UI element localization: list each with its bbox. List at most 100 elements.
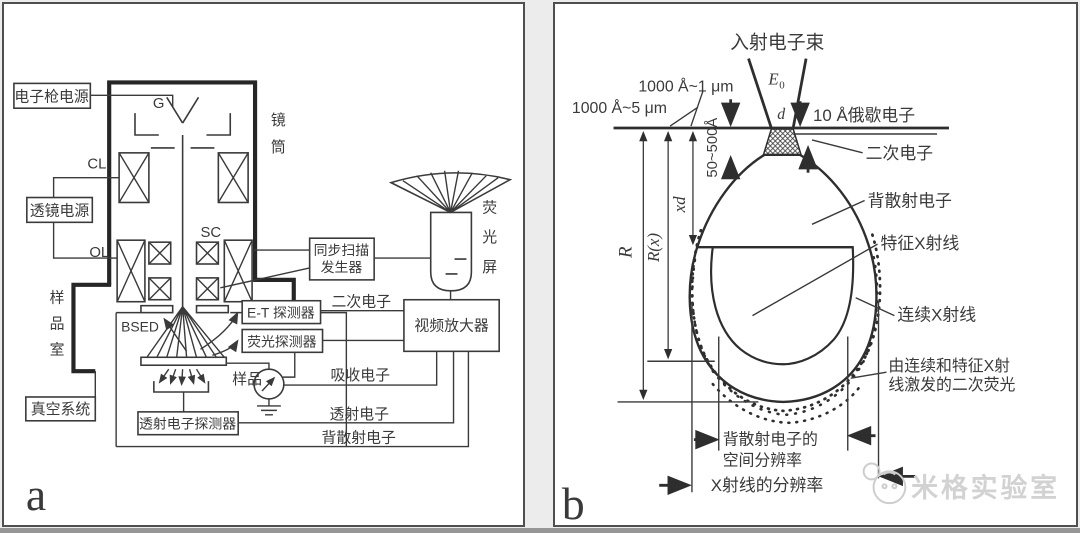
sample-stage (140, 356, 228, 367)
panel-b-tag: b (562, 478, 585, 525)
chamber-label-3: 室 (50, 341, 65, 358)
et-detector-box (241, 299, 322, 325)
auger-label: 10 Å俄歇电子 (813, 106, 915, 125)
sample-label: 样品 (232, 371, 262, 388)
lens-power-label: 透镜电源 (30, 201, 90, 219)
bse-res-label-2: 空间分辨率 (723, 451, 802, 469)
e0-sub-label: 0 (779, 79, 785, 91)
scanned-beam-fan (146, 306, 225, 358)
column-label-1: 镜 (271, 111, 286, 129)
xray-res-label: X射线的分辨率 (711, 476, 824, 495)
sync-scan-label-2: 发生器 (321, 259, 363, 275)
screen-label-1: 荧 (482, 199, 497, 216)
rx-label: R(x) (644, 233, 663, 263)
column-outline (107, 80, 258, 285)
range-1um-label: 1000 Å~1 μm (638, 76, 733, 95)
gun-power-box (13, 82, 92, 109)
crt-display (388, 170, 513, 292)
te-detector-label: 透射电子探测器 (139, 416, 236, 432)
vacuum-label: 真空系统 (31, 400, 91, 418)
lens-supply-line-ol (52, 222, 118, 259)
cont-xray-label: 连续X射线 (897, 306, 976, 325)
cont-xray-leader (855, 297, 895, 317)
et-detector-label: E-T 探测器 (247, 305, 315, 321)
sc-label: SC (200, 225, 221, 241)
objective-lens-scan-coils (116, 239, 253, 303)
secondary-label: 二次电子 (866, 144, 934, 163)
d-label: d (777, 106, 785, 123)
xd-label: xd (670, 196, 689, 213)
fluor-leader (850, 371, 887, 379)
sync-scan-box (308, 237, 375, 281)
secondary-leader (811, 139, 863, 154)
filament (166, 96, 200, 124)
absorbed-signal-line (283, 351, 438, 386)
meter-to-fluor-line (282, 352, 296, 378)
panel-a-tag: a (26, 469, 46, 520)
secondary-electron-zone (762, 128, 803, 156)
gun-supply-line (90, 94, 174, 108)
lens-power-box (26, 196, 94, 224)
interaction-volume-drawing: 米格实验室 入射电子束 E 0 d 1000 Å~1 μm 1000 Å~5 μ… (562, 32, 1057, 525)
chamber-label-2: 品 (50, 316, 65, 333)
lens-supply-line-cl (52, 176, 120, 198)
range-5um-label: 1000 Å~5 μm (572, 98, 667, 117)
column-label-2: 筒 (271, 139, 286, 156)
char-xray-leader (752, 243, 878, 317)
ground-symbol (257, 398, 281, 416)
incident-beam-label: 入射电子束 (730, 32, 824, 53)
gun-label: G (153, 96, 165, 112)
r-label: R (615, 246, 636, 259)
char-xray-label: 特征X射线 (881, 234, 960, 253)
fluor-detector-box (241, 328, 324, 354)
characteristic-xray-region (710, 246, 855, 366)
bse-res-label-1: 背散射电子的 (723, 431, 818, 449)
panel-a-sem-schematic: 电子枪电源 透镜电源 同步扫描 发生器 E-T 探测器 荧光探测器 视频放大器 … (2, 2, 525, 527)
panel-b-interaction-volume: 米格实验室 入射电子束 E 0 d 1000 Å~1 μm 1000 Å~5 μ… (553, 2, 1078, 527)
video-amp-label: 视频放大器 (414, 317, 488, 334)
resolution-extension-lines (691, 301, 880, 493)
te-detector-box (137, 411, 239, 436)
watermark-logo (862, 462, 907, 505)
range-leader-lines (669, 91, 704, 127)
backscattered-line-label: 背散射电子 (322, 430, 396, 447)
sample-to-meter-line (226, 362, 270, 370)
fluor-label-2: 线激发的二次荧光 (888, 376, 1015, 394)
bsed-plate-right (195, 304, 230, 314)
meter-needle (261, 376, 276, 392)
transmitted-arrows (158, 368, 206, 386)
collector-bracket (153, 381, 210, 393)
screen-label-2: 光 (482, 229, 497, 246)
sem-schematic-drawing: 电子枪电源 透镜电源 同步扫描 发生器 E-T 探测器 荧光探测器 视频放大器 … (13, 80, 513, 520)
column-step-right (253, 277, 296, 301)
backscattered-signal-line (116, 351, 470, 448)
wehnelt-cup (134, 113, 232, 136)
screen-label-3: 屏 (482, 260, 497, 276)
transmitted-line-label: 透射电子 (329, 406, 389, 423)
chamber-wall-left (71, 282, 112, 374)
ol-label: OL (89, 245, 109, 261)
sync-scan-label-1: 同步扫描 (314, 242, 370, 258)
e0-label: E (767, 69, 779, 88)
interaction-volume-outer (688, 153, 878, 404)
dim-ref-lines (617, 360, 759, 403)
backscattered-leader (811, 199, 865, 225)
gun-power-label: 电子枪电源 (14, 88, 88, 105)
secondary-line-label: 二次电子 (331, 294, 391, 311)
transmitted-signal-line (238, 351, 455, 424)
condenser-lens (118, 152, 249, 204)
bsed-arrow (163, 317, 188, 352)
absorbed-line-label: 吸收电子 (330, 367, 390, 384)
fluor-signal-arrow (212, 339, 239, 356)
video-amp-box (403, 298, 500, 353)
vacuum-box (25, 396, 97, 422)
et-signal-arrow (200, 311, 239, 350)
bottom-edge-bar (0, 528, 1080, 533)
bsed-label: BSED (121, 318, 159, 334)
backscattered-label: 背散射电子 (868, 191, 952, 210)
bsed-plate-left (140, 304, 174, 314)
chamber-label-1: 样 (50, 290, 65, 307)
fluor-detector-label: 荧光探测器 (247, 333, 317, 349)
fluor-label-1: 由连续和特征X射 (888, 357, 1010, 375)
depth-50-500-label: 50~500Å (704, 118, 721, 178)
